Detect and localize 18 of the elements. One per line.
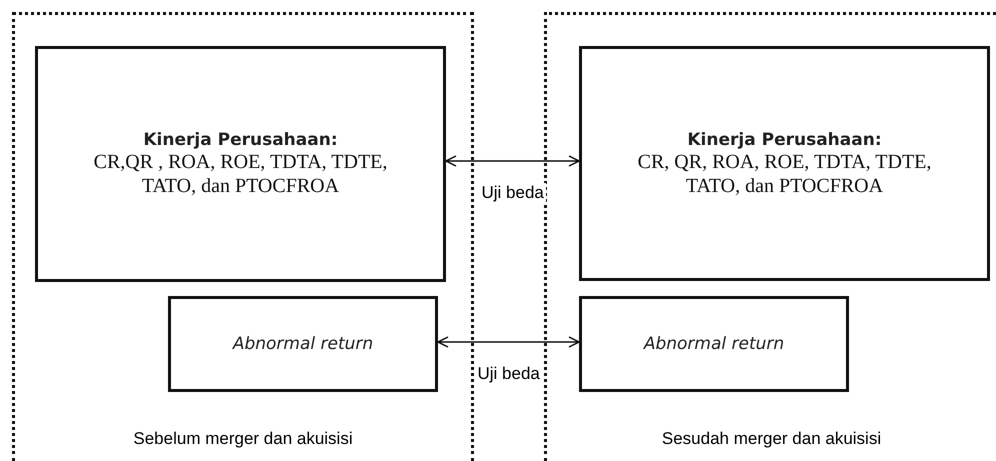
box-text: Abnormal return (644, 334, 784, 354)
process-box (579, 296, 849, 392)
dotted-region (12, 12, 474, 461)
region-caption: Sesudah merger dan akuisisi (662, 429, 882, 449)
edge-label: Uji beda (480, 183, 546, 203)
double-arrow (445, 155, 580, 167)
region-caption: Sebelum merger dan akuisisi (133, 429, 353, 449)
double-arrow (437, 336, 580, 348)
box-text: CR,QR , ROA, ROE, TDTA, TDTE, TATO, dan PTOCFROA (92, 150, 388, 198)
process-box (35, 46, 446, 282)
box-heading: Kinerja Perusahaan: (143, 130, 338, 150)
process-box (168, 296, 438, 392)
process-box (579, 46, 990, 281)
box-text: Abnormal return (232, 334, 374, 354)
box-heading: Kinerja Perusahaan: (687, 130, 882, 150)
dotted-region (544, 12, 996, 461)
edge-label: Uji beda (476, 364, 542, 384)
box-text: CR, QR, ROA, ROE, TDTA, TDTE, TATO, dan PTOCFROA (636, 150, 932, 198)
